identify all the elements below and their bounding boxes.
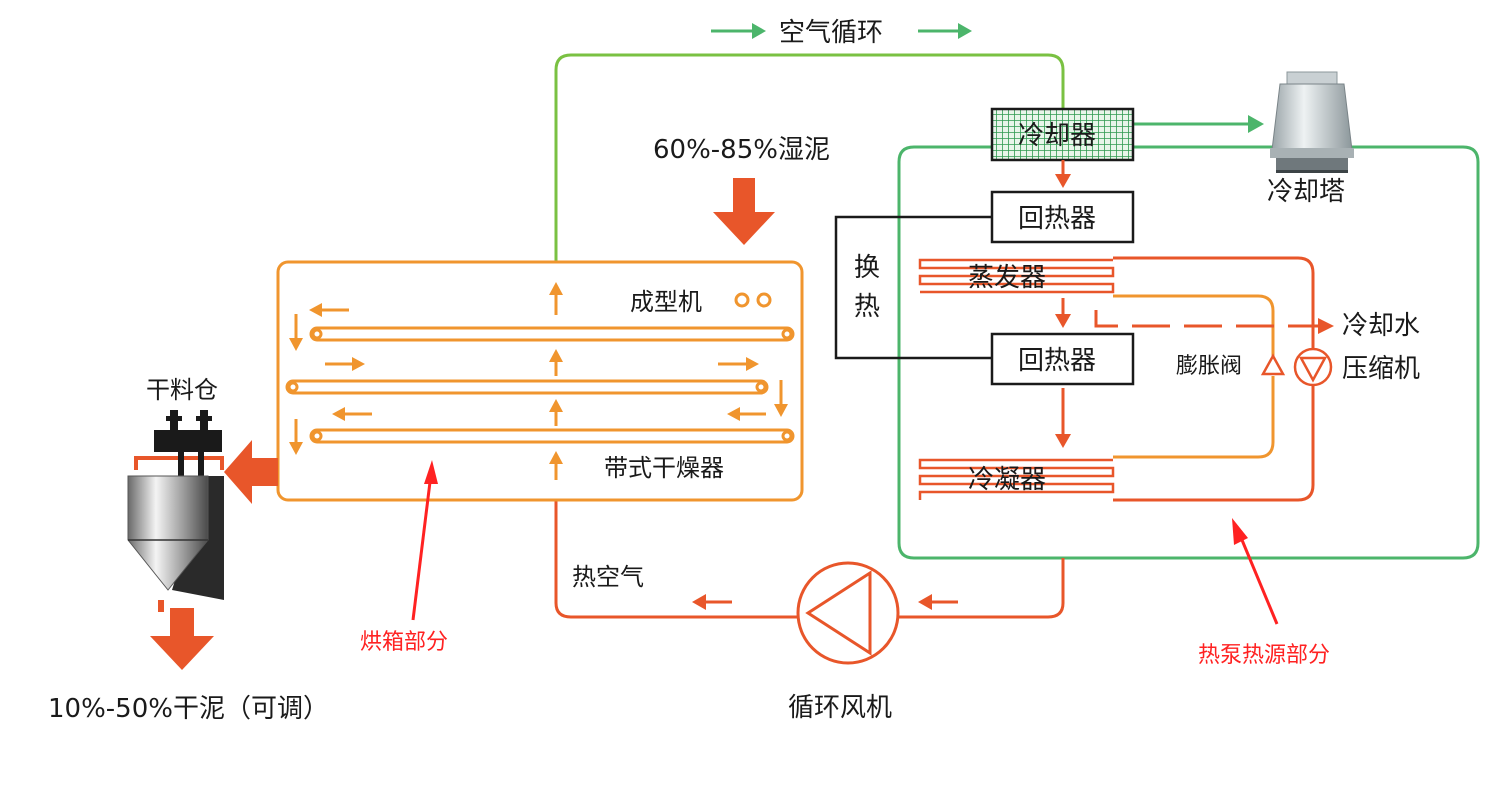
wet-sludge-input-arrow [713, 178, 775, 245]
wet-sludge-label: 60%-85%湿泥 [653, 135, 830, 165]
dryer-output-arrow [224, 440, 278, 504]
refrigerant-loop-outer-bottom [1113, 386, 1315, 502]
dry-sludge-label: 10%-50%干泥（可调） [48, 694, 329, 724]
circulation-fan-icon [796, 561, 900, 665]
flow-arrow-evaporator-down [1055, 298, 1071, 328]
recuperator-mid-label: 回热器 [1018, 346, 1096, 376]
evaporator-coil [918, 258, 1115, 294]
conveyor-belt-1 [309, 326, 795, 342]
evaporator-label: 蒸发器 [968, 263, 1046, 293]
heat-exchange-link [834, 215, 992, 360]
compressor-label: 压缩机 [1342, 354, 1420, 384]
cooler-box [990, 107, 1135, 162]
airflow-up-arrows [549, 282, 563, 480]
refrigerant-loop-outer [1113, 256, 1315, 348]
cooling-water-label: 冷却水 [1342, 311, 1420, 341]
cooling-water-loop [897, 145, 1480, 560]
belt-dryer-label: 带式干燥器 [604, 454, 724, 482]
belt-direction-arrows [289, 303, 788, 455]
recuperator-mid-box [990, 332, 1135, 386]
air-cycle-label: 空气循环 [779, 18, 883, 48]
circulation-fan-label: 循环风机 [788, 693, 892, 723]
oven-section-annotation: 烘箱部分 [360, 630, 448, 655]
to-cooling-tower-arrow [1133, 115, 1264, 133]
cooling-water-dashed-line [1094, 310, 1334, 334]
refrigerant-loop-inner-bottom [1113, 376, 1275, 459]
heat-exchange-char-2: 热 [854, 292, 880, 322]
refrigerant-loop-inner [1113, 294, 1275, 356]
dry-bin-silo-icon [127, 410, 224, 612]
hot-air-arrow-right [918, 594, 958, 610]
condenser-coil [918, 458, 1115, 500]
flow-arrow-recuperator-down [1055, 388, 1071, 448]
hot-air-label: 热空气 [572, 563, 644, 591]
flow-arrow-cooler-down [1055, 160, 1071, 188]
air-flow-arrow-left [711, 23, 766, 39]
compressor-icon [1293, 347, 1333, 387]
air-loop-pipe [554, 53, 1065, 262]
recuperator-top-label: 回热器 [1018, 204, 1096, 234]
cooler-label: 冷却器 [1018, 121, 1096, 151]
condenser-label: 冷凝器 [968, 465, 1046, 495]
heat-pump-annotation-arrow [1232, 518, 1279, 625]
cooling-tower-label: 冷却塔 [1267, 177, 1345, 207]
expansion-valve-label: 膨胀阀 [1176, 354, 1242, 379]
conveyor-belt-3 [309, 428, 795, 444]
oven-annotation-arrow [411, 460, 438, 621]
air-flow-arrow-right [918, 23, 972, 39]
dry-bin-label: 干料仓 [146, 376, 218, 404]
forming-machine-rollers-icon [734, 292, 772, 308]
cooling-tower-icon [1270, 71, 1354, 173]
dry-sludge-output-arrow [150, 608, 214, 670]
expansion-valve-icon [1260, 353, 1286, 376]
conveyor-belt-2 [285, 379, 769, 395]
forming-machine-label: 成型机 [630, 288, 702, 316]
heat-pump-section-annotation: 热泵热源部分 [1198, 643, 1330, 668]
heat-exchange-char-1: 换 [854, 253, 880, 283]
hot-air-arrow-left [692, 594, 732, 610]
